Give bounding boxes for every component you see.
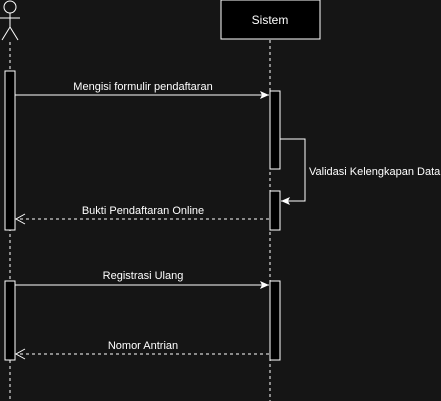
- actor-activation-bar: [4, 70, 16, 231]
- system-activation-bar: [269, 280, 281, 361]
- message-3-label: Bukti Pendaftaran Online: [82, 205, 204, 217]
- message-1: Mengisi formulir pendaftaran: [15, 81, 269, 99]
- message-2-self-call: Validasi Kelengkapan Data: [280, 138, 441, 205]
- message-4: Registrasi Ulang: [15, 270, 269, 289]
- message-5-label: Nomor Antrian: [108, 340, 178, 352]
- system-label: Sistem: [252, 13, 289, 27]
- message-3-arrowhead: [14, 213, 26, 225]
- actor-stick-figure-icon: [0, 0, 20, 41]
- message-1-label: Mengisi formulir pendaftaran: [73, 81, 212, 93]
- message-5: Nomor Antrian: [14, 340, 269, 360]
- message-2-arrow: [280, 138, 306, 205]
- system-activation-bar: [269, 190, 281, 231]
- system-participant: Sistem: [220, 0, 321, 40]
- actor-activation-bar: [4, 280, 16, 361]
- message-3: Bukti Pendaftaran Online: [14, 205, 269, 225]
- message-5-arrowhead: [14, 348, 26, 360]
- system-activation-bar: [269, 90, 281, 170]
- message-2-label: Validasi Kelengkapan Data: [309, 166, 441, 178]
- message-4-label: Registrasi Ulang: [103, 270, 184, 282]
